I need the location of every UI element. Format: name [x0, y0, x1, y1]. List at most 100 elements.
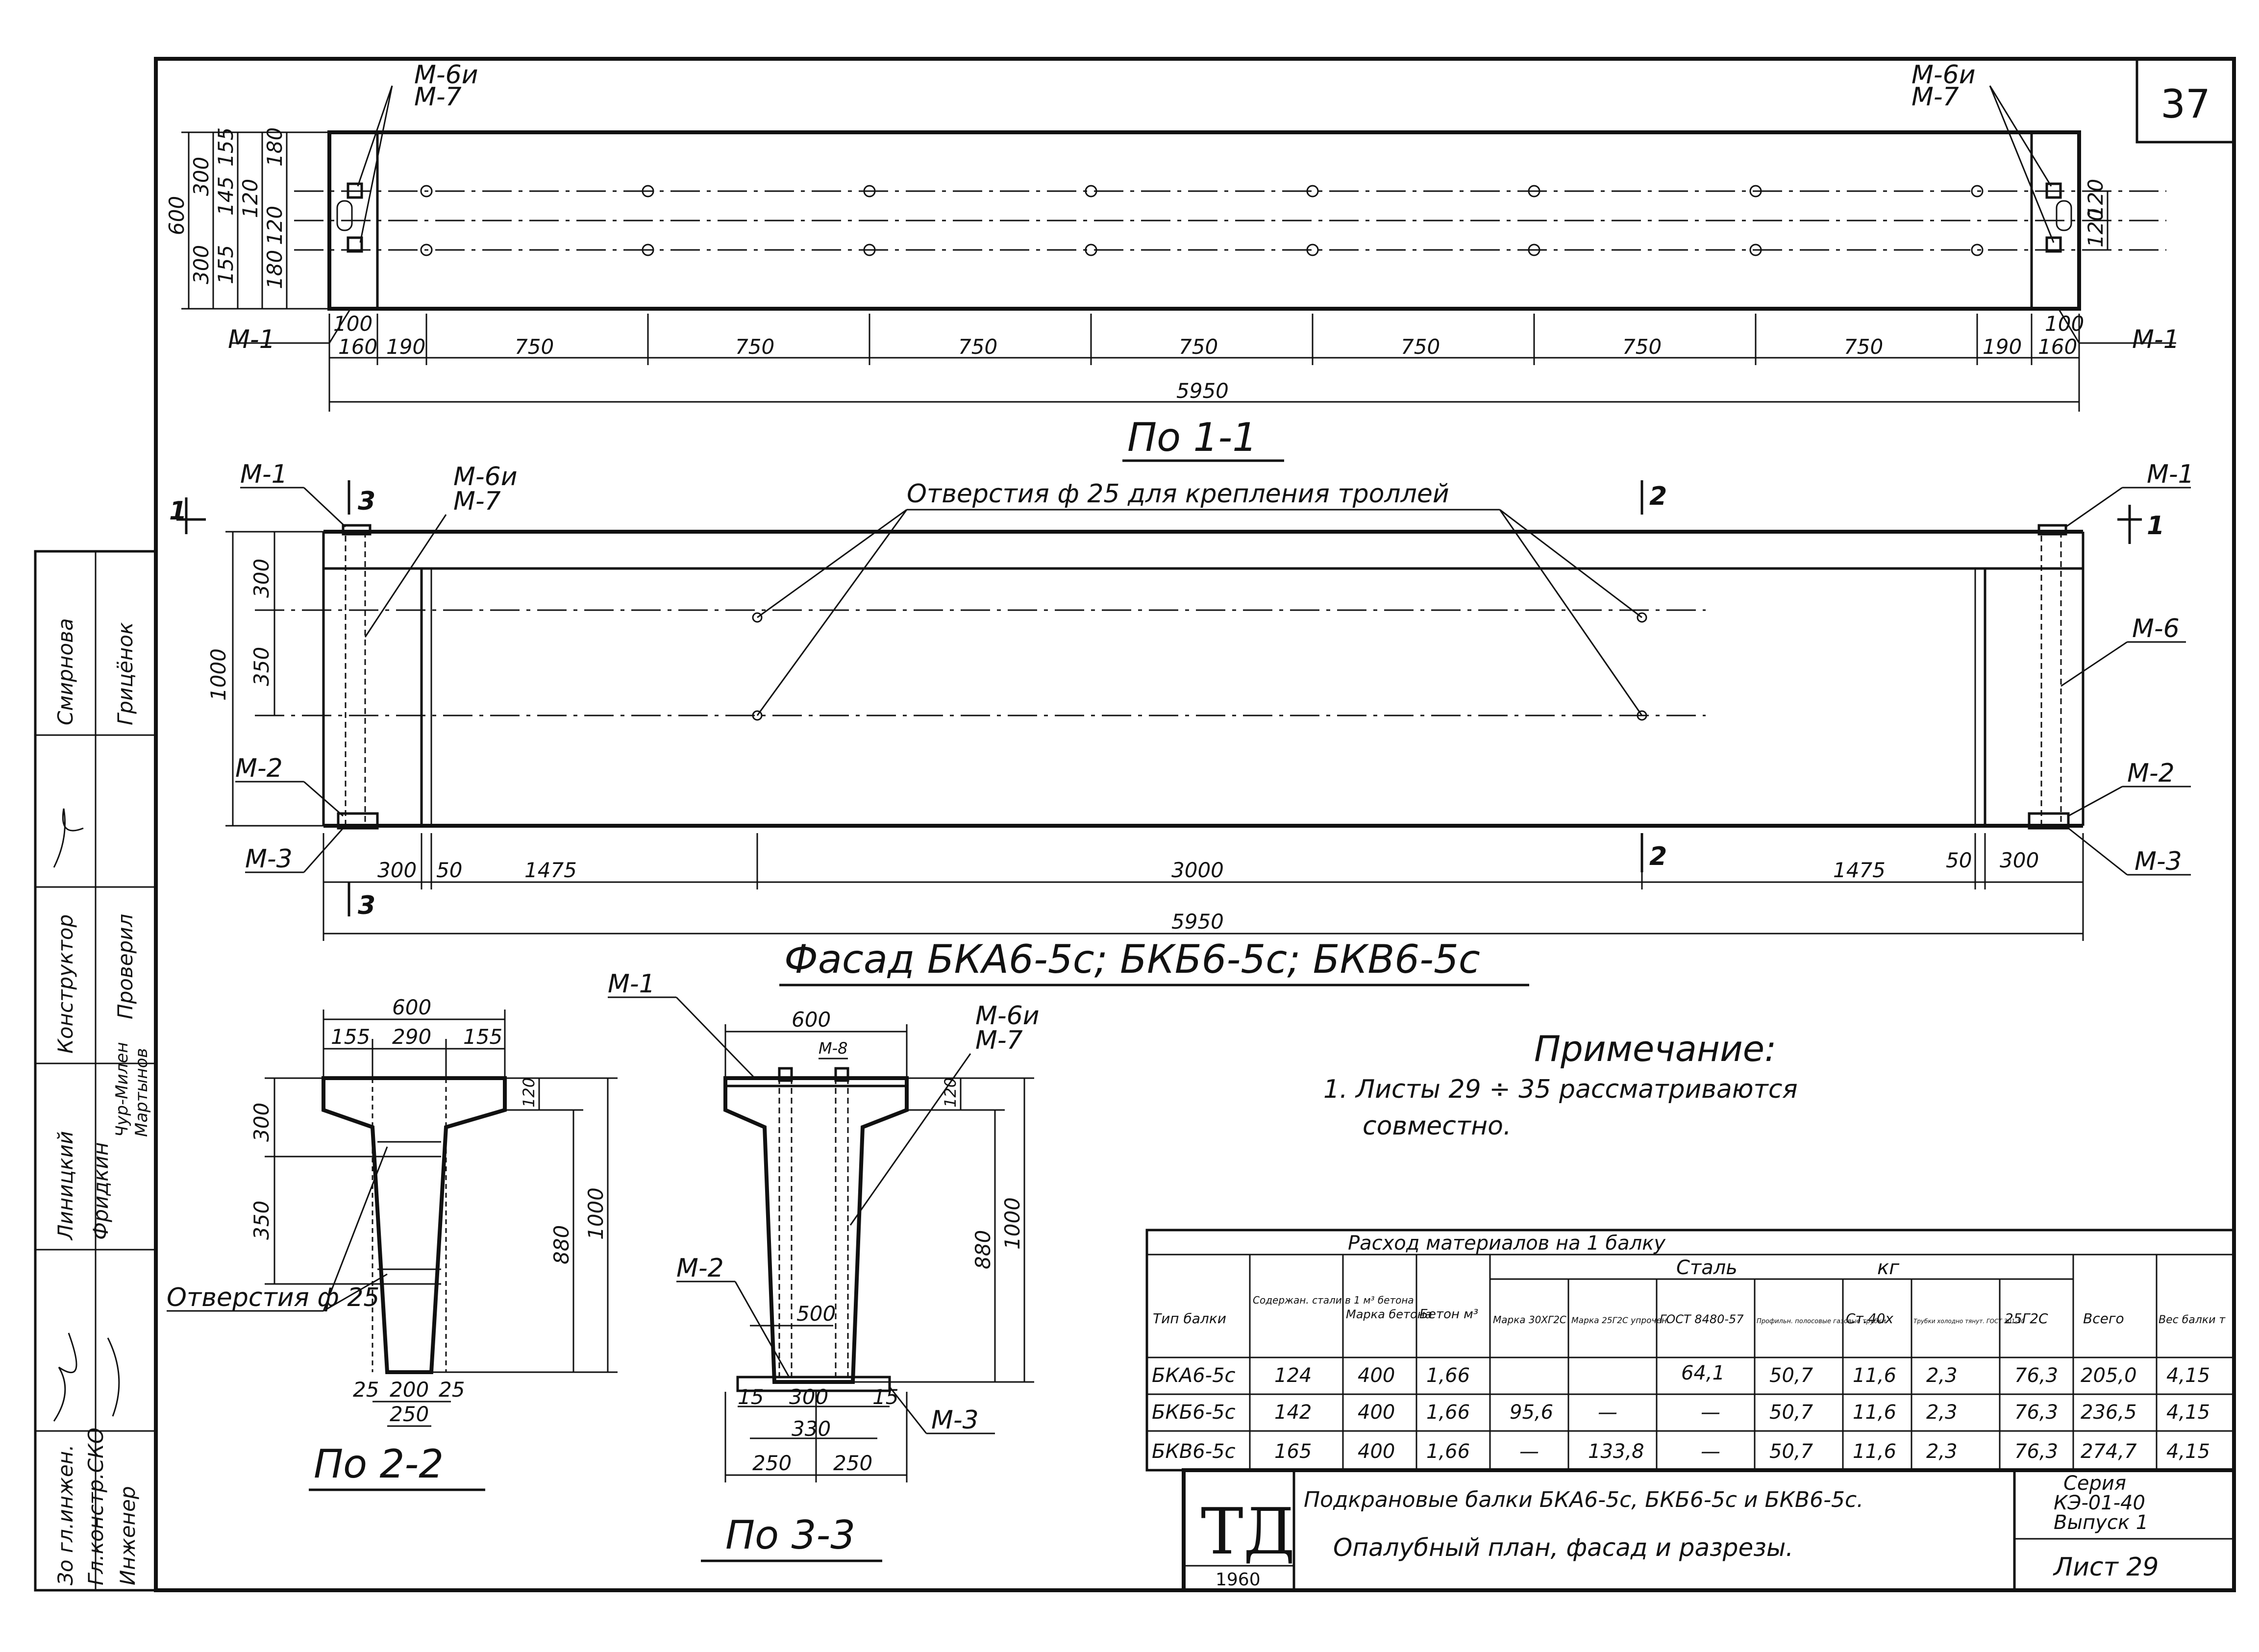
stamp-name-6: Грицёнок — [113, 622, 137, 725]
table-row: БКВ6-5с 165 400 1,66 — 133,8 — 50,7 11,6… — [1152, 1440, 2210, 1463]
plan-holes — [336, 182, 2072, 256]
stamp-role-5: Проверил — [113, 914, 137, 1019]
facade-label-m2-right: М-2 — [2127, 759, 2175, 788]
facade-label-m1-right: М-1 — [2147, 460, 2194, 489]
table-row: БКА6-5с 124 400 1,66 64,1 50,7 11,6 2,3 … — [1152, 1362, 2210, 1387]
facade-vdim-300: 300 — [249, 559, 273, 598]
facade-dim-3000: 3000 — [1171, 858, 1224, 882]
plan-span-11: 160 — [2038, 335, 2077, 359]
plan-label-m7-left: М-7 — [414, 82, 462, 112]
plan-vdim-120b: 120 — [263, 206, 287, 245]
table-row: БКБ6-5с 142 400 1,66 95,6 — — 50,7 11,6 … — [1152, 1401, 2210, 1424]
s22-right-1000: 1000 — [584, 1187, 608, 1240]
svg-text:133,8: 133,8 — [1588, 1440, 1644, 1463]
note-line-2: совместно. — [1363, 1111, 1512, 1141]
facade-dim-50-left: 50 — [436, 858, 462, 882]
plan-vdim-300a: 300 — [189, 157, 213, 196]
th-m30: Марка 30ХГ2С — [1493, 1314, 1566, 1326]
svg-text:205,0: 205,0 — [2081, 1364, 2137, 1387]
plan-span-10: 190 — [1983, 335, 2022, 359]
facade-total: 5950 — [1171, 910, 1224, 934]
plan-vdim-600: 600 — [165, 196, 189, 235]
th-profiled: Профильн. полосовые газовые трубки — [1757, 1318, 1886, 1325]
stamp-role-3: Инженер — [116, 1486, 140, 1585]
s33-label-m3: М-3 — [931, 1405, 979, 1435]
s33-label-m2: М-2 — [676, 1254, 724, 1283]
svg-text:—: — — [1598, 1401, 1617, 1424]
facade-section-marks: 1 1 3 3 2 2 — [169, 480, 2164, 920]
plan-span-4: 750 — [735, 335, 774, 359]
table-title: Расход материалов на 1 балку — [1348, 1232, 1666, 1255]
plan-label-m1-left: М-1 — [228, 325, 275, 354]
sheet-number-box — [2135, 57, 2235, 144]
facade-vdim-350: 350 — [249, 647, 273, 686]
svg-text:4,15: 4,15 — [2166, 1401, 2210, 1424]
facade-label-m3-right: М-3 — [2135, 847, 2182, 876]
plan-vdim-155a: 155 — [214, 127, 238, 167]
svg-text:274,7: 274,7 — [2081, 1440, 2137, 1463]
s22-top: 600 — [392, 995, 431, 1019]
svg-text:2: 2 — [1649, 482, 1667, 511]
plan-span-6: 750 — [1179, 335, 1218, 359]
plan-span-2: 190 — [386, 335, 425, 359]
plan-right-120a: 120 — [2084, 208, 2108, 247]
facade-label-m6i: М-6и — [453, 462, 518, 492]
s33-right-1000: 1000 — [1000, 1197, 1024, 1250]
th-type: Тип балки — [1153, 1310, 1226, 1327]
plan-left-dims — [181, 131, 329, 310]
plan-vdim-145: 145 — [214, 176, 238, 216]
svg-text:4,15: 4,15 — [2166, 1440, 2210, 1463]
svg-text:2: 2 — [1649, 842, 1667, 871]
plan-right-120b: 120 — [2084, 179, 2108, 218]
svg-text:БКВ6-5с: БКВ6-5с — [1152, 1440, 1236, 1463]
svg-text:50,7: 50,7 — [1769, 1364, 1813, 1387]
svg-text:1,66: 1,66 — [1426, 1364, 1470, 1387]
title-line-1: Подкрановые балки БКА6-5с, БКБ6-5с и БКВ… — [1304, 1487, 1863, 1512]
s33-label-m7: М-7 — [975, 1026, 1023, 1055]
svg-text:124: 124 — [1274, 1364, 1312, 1387]
s22-top-1: 155 — [331, 1025, 370, 1049]
th-weight: Вес балки т — [2159, 1314, 2226, 1326]
plan-total: 5950 — [1176, 379, 1229, 403]
plan-label-m6i-right: М-6и — [1911, 60, 1976, 90]
facade-holes-note: Отверстия ф 25 для крепления троллей — [907, 479, 1449, 509]
s22-bot-250: 250 — [390, 1402, 429, 1426]
stamp-name-5: Смирнова — [53, 618, 77, 725]
table-group-steel: Сталь — [1676, 1257, 1738, 1279]
svg-text:11,6: 11,6 — [1853, 1364, 1896, 1387]
facade-dim-1475-right: 1475 — [1833, 858, 1886, 882]
s33-bot-15a: 15 — [738, 1385, 764, 1409]
svg-text:1,66: 1,66 — [1426, 1440, 1470, 1463]
facade-dim-300-right: 300 — [2000, 848, 2039, 872]
s33-right-880: 880 — [971, 1230, 995, 1269]
facade-label-m2-left: М-2 — [235, 754, 283, 783]
plan-span-8: 750 — [1622, 335, 1662, 359]
s22-bot-200: 200 — [390, 1378, 429, 1402]
th-steel-content: Содержан. стали в 1 м³ бетона — [1253, 1294, 1414, 1306]
plan-dim-100-left: 100 — [333, 312, 372, 336]
plan-span-5: 750 — [958, 335, 997, 359]
svg-text:11,6: 11,6 — [1853, 1401, 1896, 1424]
svg-text:1,66: 1,66 — [1426, 1401, 1470, 1424]
title-year: 1960 — [1216, 1570, 1261, 1590]
s22-top-2: 290 — [392, 1025, 431, 1049]
plan-view: М-6и М-7 М-6и М-7 М-1 М-1 100 100 160 19… — [165, 60, 2180, 462]
title-series-3: Выпуск 1 — [2054, 1511, 2148, 1534]
s33-bot-15b: 15 — [872, 1385, 898, 1409]
stamp-name-3: Чур-Милен — [112, 1042, 132, 1137]
facade-label-m3-left: М-3 — [245, 844, 293, 874]
materials-table: Расход материалов на 1 балку Сталь кг Ти… — [1145, 1229, 2235, 1472]
s22-left-300: 300 — [249, 1103, 273, 1142]
th-g25: 25Г2С — [2005, 1310, 2048, 1327]
svg-text:БКБ6-5с: БКБ6-5с — [1152, 1401, 1236, 1424]
facade-view: Отверстия ф 25 для крепления троллей М-1… — [169, 460, 2194, 986]
s33-bot-330: 330 — [792, 1417, 831, 1441]
svg-text:400: 400 — [1358, 1364, 1395, 1387]
facade-dim-1475-left: 1475 — [524, 858, 577, 882]
plan-span-7: 750 — [1401, 335, 1440, 359]
svg-text:—: — — [1701, 1401, 1720, 1424]
s33-title: По 3-3 — [725, 1512, 855, 1558]
s33-bot-250a: 250 — [752, 1451, 792, 1475]
svg-text:—: — — [1519, 1440, 1539, 1463]
svg-text:165: 165 — [1274, 1440, 1312, 1463]
